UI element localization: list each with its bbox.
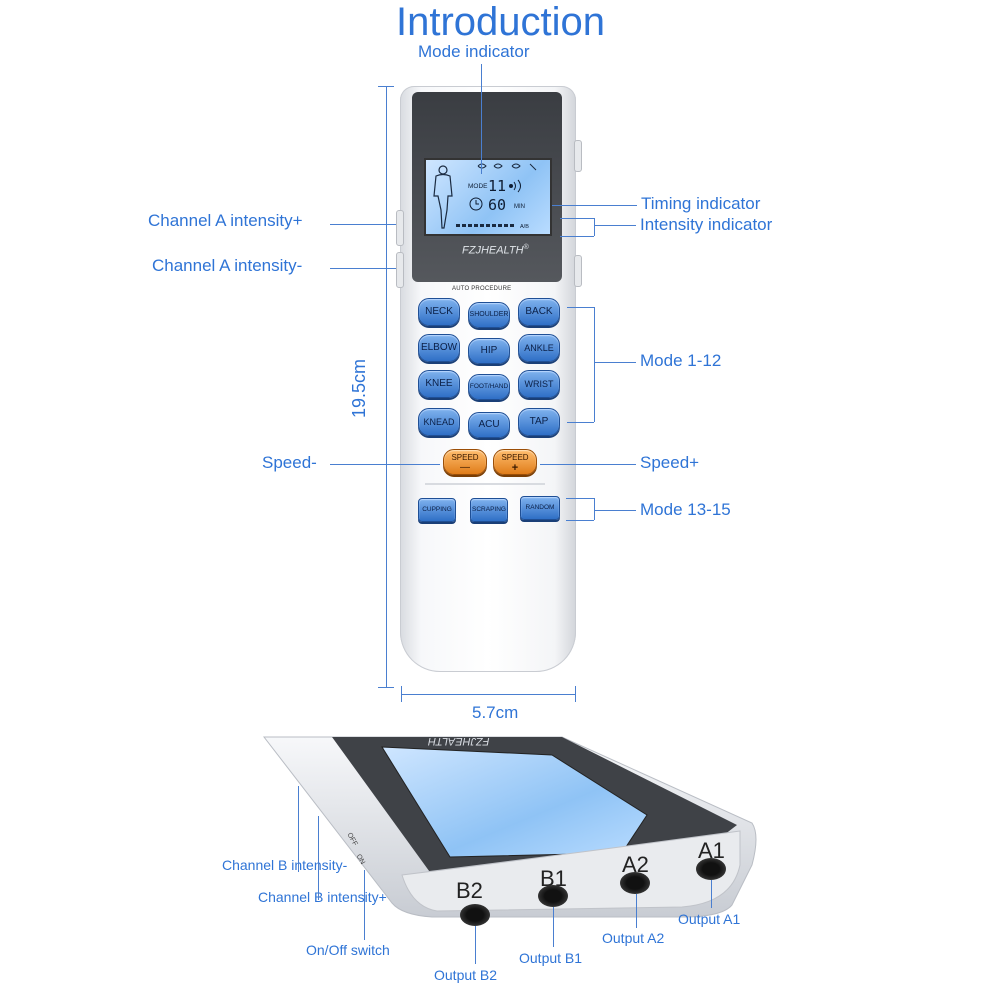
label-speed-plus: Speed+ xyxy=(640,453,700,472)
label-output-b2: Output B2 xyxy=(434,967,498,983)
mode-button-back[interactable]: BACK xyxy=(518,298,560,326)
height-dim-line xyxy=(386,86,387,688)
mode-button-random[interactable]: RANDOM xyxy=(520,496,560,520)
bracket-mode-1-12-vert xyxy=(594,307,595,422)
leader-speed-minus xyxy=(330,464,440,465)
lcd-mode-label: MODE xyxy=(468,183,488,190)
label-mode-1-12: Mode 1-12 xyxy=(640,351,722,370)
clock-icon xyxy=(469,197,483,211)
leader-timing xyxy=(552,205,637,206)
label-intensity-indicator: Intensity indicator xyxy=(640,215,773,234)
label-speed-minus: Speed- xyxy=(262,453,317,472)
speed-plus-button[interactable]: SPEED+ xyxy=(493,449,537,475)
output-b2-jack[interactable] xyxy=(460,904,490,926)
mode-button-ankle[interactable]: ANKLE xyxy=(518,334,560,362)
mode-button-scraping[interactable]: SCRAPING xyxy=(470,498,508,522)
label-channel-a-minus: Channel A intensity- xyxy=(152,256,303,275)
leader-output-a2 xyxy=(636,894,637,928)
device-bottom-view xyxy=(262,736,757,918)
height-dim-label: 19.5cm xyxy=(349,358,370,419)
channel-a-plus-button[interactable] xyxy=(396,210,404,246)
lcd-time-unit: MIN xyxy=(514,204,525,210)
leader-channel-b-plus xyxy=(318,816,319,900)
leader-output-b1 xyxy=(553,907,554,947)
divider xyxy=(425,483,545,485)
lcd-graphics: MODE 11 60 MIN A/B xyxy=(433,163,537,230)
speed-minus-button[interactable]: SPEED— xyxy=(443,449,487,475)
label-mode-13-15: Mode 13-15 xyxy=(640,500,731,519)
height-dim-top-tick xyxy=(378,86,394,87)
signal-icon xyxy=(509,179,521,193)
mode-button-wrist[interactable]: WRIST xyxy=(518,370,560,398)
leader-channel-a-plus xyxy=(330,224,396,225)
lcd-ab: A/B xyxy=(520,224,529,230)
leader-output-a1 xyxy=(711,880,712,908)
leader-mode-1-12 xyxy=(594,362,636,363)
mode-icons xyxy=(477,163,537,171)
leader-on-off xyxy=(364,870,365,940)
leader-output-b2 xyxy=(475,926,476,964)
bottom-brand-logo: FZJHEALTH xyxy=(428,735,490,747)
intensity-bar xyxy=(456,224,514,227)
mode-button-shoulder[interactable]: SHOULDER xyxy=(468,302,510,328)
leader-mode-13-15 xyxy=(594,510,636,511)
mode-button-tap[interactable]: TAP xyxy=(518,408,560,436)
width-dim-label: 5.7cm xyxy=(472,703,519,722)
brand-logo: FZJHEALTH® xyxy=(462,244,529,257)
label-channel-b-minus: Channel B intensity- xyxy=(222,857,348,873)
leader-channel-a-minus xyxy=(330,268,396,269)
output-a2-jack[interactable] xyxy=(620,872,650,894)
body-figure-icon xyxy=(433,165,453,229)
page-title: Introduction xyxy=(395,0,606,44)
mode-button-acu[interactable]: ACU xyxy=(468,412,510,438)
mode-button-knee[interactable]: KNEE xyxy=(418,370,460,398)
lcd-mode-value: 11 xyxy=(488,177,506,195)
bracket-mode-1-12-bottom xyxy=(567,422,594,423)
label-channel-b-plus: Channel B intensity+ xyxy=(258,889,387,905)
channel-a-minus-button[interactable] xyxy=(396,252,404,288)
leader-intensity-bottom xyxy=(560,236,594,237)
side-switch-2[interactable] xyxy=(574,255,582,287)
port-label-b2: B2 xyxy=(456,878,483,903)
width-dim-left-tick xyxy=(401,686,402,702)
leader-intensity xyxy=(594,225,636,226)
mode-button-cupping[interactable]: CUPPING xyxy=(418,498,456,522)
bracket-mode-1-12-top xyxy=(567,307,594,308)
leader-intensity-top xyxy=(560,218,594,219)
mode-button-hip[interactable]: HIP xyxy=(468,338,510,364)
height-dim-bottom-tick xyxy=(378,687,394,688)
leader-channel-b-minus xyxy=(298,786,299,872)
bracket-mode-13-15-vert xyxy=(594,498,595,520)
side-switch[interactable] xyxy=(574,140,582,172)
leader-mode-indicator xyxy=(481,64,482,174)
label-on-off: On/Off switch xyxy=(306,942,390,958)
output-b1-jack[interactable] xyxy=(538,885,568,907)
label-timing-indicator: Timing indicator xyxy=(641,194,761,213)
label-output-a2: Output A2 xyxy=(602,930,665,946)
lcd-display: MODE 11 60 MIN A/B xyxy=(424,158,552,236)
lcd-time-value: 60 xyxy=(488,196,506,214)
width-dim-line xyxy=(401,694,575,695)
label-output-b1: Output B1 xyxy=(519,950,583,966)
bracket-mode-13-15-top xyxy=(566,498,594,499)
mode-button-knead[interactable]: KNEAD xyxy=(418,408,460,436)
auto-procedure-label: AUTO PROCEDURE xyxy=(452,286,512,292)
width-dim-right-tick xyxy=(575,686,576,702)
label-channel-a-plus: Channel A intensity+ xyxy=(148,211,303,230)
label-mode-indicator: Mode indicator xyxy=(418,42,530,61)
leader-intensity-bracket xyxy=(594,218,595,236)
leader-speed-plus xyxy=(540,464,636,465)
mode-button-elbow[interactable]: ELBOW xyxy=(418,334,460,362)
mode-button-foot-hand[interactable]: FOOT/HAND xyxy=(468,374,510,400)
label-output-a1: Output A1 xyxy=(678,911,741,927)
output-a1-jack[interactable] xyxy=(696,858,726,880)
mode-button-neck[interactable]: NECK xyxy=(418,298,460,326)
bracket-mode-13-15-bottom xyxy=(566,520,594,521)
